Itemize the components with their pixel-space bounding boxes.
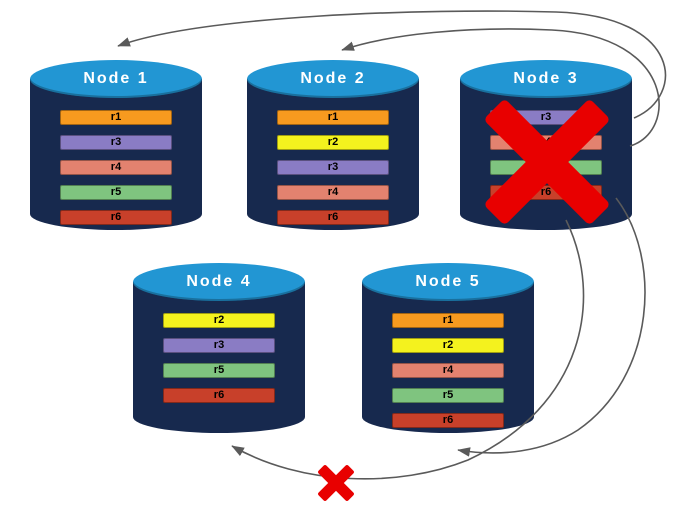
replica-row-r4: r4 bbox=[392, 363, 504, 378]
replica-row-r5: r5 bbox=[392, 388, 504, 403]
node-1-title: Node 1 bbox=[30, 60, 202, 98]
node-1-cylinder: Node 1 r1 r3 r4 r5 r6 bbox=[30, 60, 202, 230]
replica-row-r2: r2 bbox=[277, 135, 389, 150]
replica-row-r1: r1 bbox=[60, 110, 172, 125]
replica-row-r3: r3 bbox=[490, 110, 602, 125]
replica-row-r6: r6 bbox=[163, 388, 275, 403]
node-4-cylinder: Node 4 r2 r3 r5 r6 bbox=[133, 263, 305, 433]
failed-transfer-x-icon bbox=[318, 465, 354, 501]
replica-row-r5: r5 bbox=[60, 185, 172, 200]
node-4-title: Node 4 bbox=[133, 263, 305, 301]
replica-row-r6: r6 bbox=[60, 210, 172, 225]
node-4-replica-list: r2 r3 r5 r6 bbox=[163, 313, 275, 413]
node-2-replica-list: r1 r2 r3 r4 r6 bbox=[277, 110, 389, 235]
node-2-title: Node 2 bbox=[247, 60, 419, 98]
node-3-cylinder: Node 3 r3 r4 r5 r6 bbox=[460, 60, 632, 230]
replica-row-r3: r3 bbox=[163, 338, 275, 353]
replica-row-r4: r4 bbox=[490, 135, 602, 150]
replica-row-r3: r3 bbox=[60, 135, 172, 150]
replica-row-r4: r4 bbox=[60, 160, 172, 175]
replica-row-r6: r6 bbox=[277, 210, 389, 225]
node-3-replica-list: r3 r4 r5 r6 bbox=[490, 110, 602, 210]
replica-row-r6: r6 bbox=[392, 413, 504, 428]
node-5-title: Node 5 bbox=[362, 263, 534, 301]
node-5-replica-list: r1 r2 r4 r5 r6 bbox=[392, 313, 504, 438]
replica-row-r4: r4 bbox=[277, 185, 389, 200]
node-3-title: Node 3 bbox=[460, 60, 632, 98]
replica-row-r1: r1 bbox=[277, 110, 389, 125]
replica-row-r5: r5 bbox=[490, 160, 602, 175]
replica-row-r5: r5 bbox=[163, 363, 275, 378]
node-1-replica-list: r1 r3 r4 r5 r6 bbox=[60, 110, 172, 235]
replica-row-r2: r2 bbox=[392, 338, 504, 353]
replica-row-r1: r1 bbox=[392, 313, 504, 328]
replica-row-r3: r3 bbox=[277, 160, 389, 175]
replica-row-r6: r6 bbox=[490, 185, 602, 200]
node-5-cylinder: Node 5 r1 r2 r4 r5 r6 bbox=[362, 263, 534, 433]
node-2-cylinder: Node 2 r1 r2 r3 r4 r6 bbox=[247, 60, 419, 230]
replica-row-r2: r2 bbox=[163, 313, 275, 328]
